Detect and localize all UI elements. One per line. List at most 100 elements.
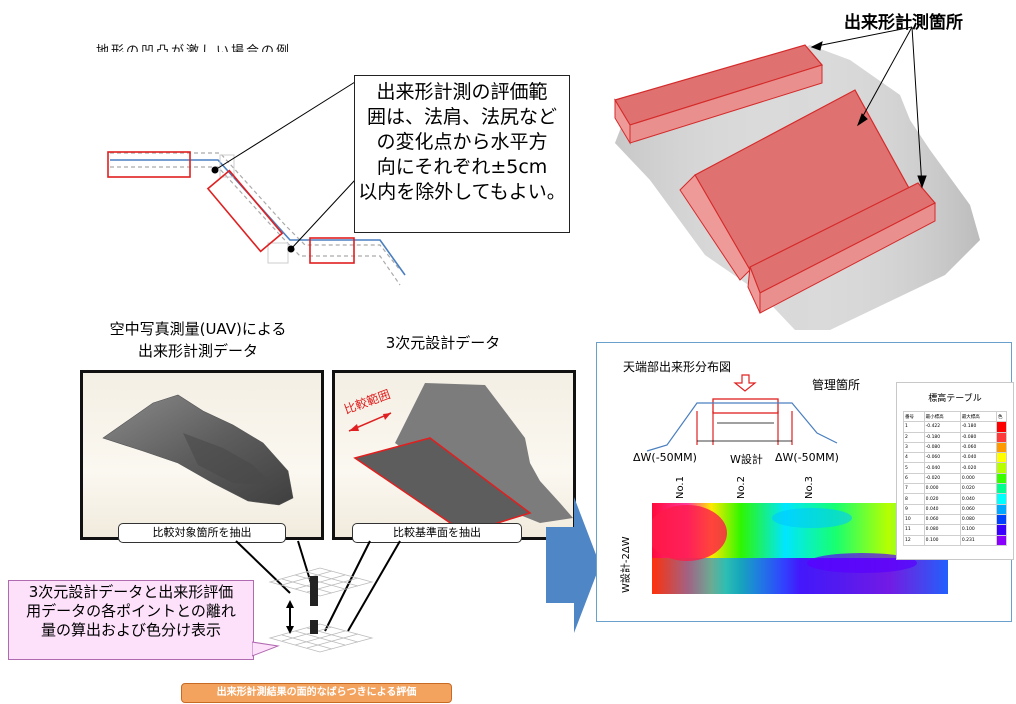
legend-color-swatch [996,524,1007,536]
crest-section-sketch [646,374,838,452]
design-extract-caption: 比較基準面を抽出 [352,523,522,543]
legend-color-swatch [996,441,1007,454]
station-no1: No.1 [675,476,686,499]
dw-right-label: ΔW(-50MM) [775,451,839,464]
legend-color-swatch [996,421,1007,433]
legend-cell-min: 0.100 [923,534,961,546]
legend-cell-min: -0.180 [923,431,961,443]
embankment-3d-illustration [614,26,980,330]
w-range-vertical-label: W設計-2ΔW [621,536,632,593]
measure-location-label: 出来形計測箇所 [844,13,963,33]
design-data-heading: 3次元設計データ [385,334,501,352]
legend-color-swatch [996,483,1007,495]
legend-color-swatch [996,431,1007,443]
legend-color-swatch [996,493,1007,505]
uav-heading-line-1: 空中写真測量(UAV)による [109,320,287,338]
legend-row: 1-0.422-0.180 [903,421,1007,433]
callout-line-1: 出来形計測の評価範 [376,81,548,103]
evaluation-range-callout: 出来形計測の評価範 囲は、法肩、法尻など の変化点から水平方 向にそれぞれ±5c… [354,75,570,233]
legend-color-swatch [996,513,1007,526]
legend-header-max: 最大標高 [959,410,998,423]
legend-cell-min: -0.080 [923,441,961,454]
legend-cell-no: 6 [903,472,925,485]
callout-line-5: 以内を除外してもよい。 [358,181,566,203]
eval-range-left [107,151,191,178]
uav-surface-shape [102,394,294,506]
eval-range-slope [206,169,284,253]
note-line-3: 量の算出および色分け表示 [40,621,221,639]
legend-cell-no: 1 [903,421,925,433]
callout-line-3: の変化点から水平方 [376,131,548,153]
legend-cell-no: 8 [903,493,925,505]
leader-line-upper [214,81,356,171]
measure-strip-top [614,44,824,145]
legend-cell-min: 0.020 [923,493,961,505]
legend-cell-min: 0.000 [923,483,961,495]
legend-cell-no: 5 [903,462,925,474]
legend-cell-min: 0.040 [923,503,961,515]
legend-cell-max: 0.100 [959,524,998,536]
deviation-calc-note: 3次元設計データと出来形評価 用データの各ポイントとの離れ 量の算出および色分け… [8,580,254,660]
legend-cell-no: 7 [903,483,925,495]
note-line-2: 用データの各ポイントとの離れ [26,602,236,620]
legend-cell-max: 0.040 [959,493,998,505]
legend-header-color: 色 [996,410,1007,423]
legend-cell-no: 11 [903,524,925,536]
note-line-1: 3次元設計データと出来形評価 [28,583,234,601]
eval-range-bottom [309,237,355,264]
legend-header-min: 最小標高 [923,410,961,423]
point-grid-illustration [268,567,374,653]
design-data-panel: 比較範囲 [332,370,576,540]
management-location-label: 管理箇所 [812,378,861,392]
legend-row: 5-0.040-0.020 [903,462,1007,474]
legend-header-no: 番号 [903,410,925,423]
station-no3: No.3 [804,476,815,499]
legend-cell-no: 2 [903,431,925,443]
cross-section-diagram [107,81,406,286]
legend-row: 3-0.080-0.060 [903,441,1007,454]
legend-cell-max: 0.080 [959,513,998,526]
leader-line-lower [290,179,356,250]
surface-variation-eval-bar: 出来形計測結果の面的なばらつきによる評価 [181,683,452,703]
legend-color-swatch [996,534,1007,546]
legend-cell-max: -0.180 [959,421,998,433]
uav-heading-line-2: 出来形計測データ [137,342,258,360]
pointer-arrows [810,26,927,189]
legend-cell-max: 0.231 [959,534,998,546]
uav-data-heading: 空中写真測量(UAV)による 出来形計測データ [88,318,308,362]
pink-box-pointer [252,641,280,657]
legend-row: 4-0.060-0.040 [903,452,1007,464]
legend-cell-no: 10 [903,513,925,526]
legend-cell-max: -0.060 [959,441,998,454]
callout-line-4: 向にそれぞれ±5cm [376,156,548,178]
legend-cell-max: 0.000 [959,472,998,485]
measure-strip-bottom [747,182,936,314]
legend-cell-no: 4 [903,452,925,464]
design-surface-shape [348,383,573,534]
legend-cell-min: 0.080 [923,524,961,536]
legend-cell-max: 0.020 [959,483,998,495]
legend-cell-no: 3 [903,441,925,454]
legend-color-swatch [996,452,1007,464]
legend-title: 標高テーブル [928,394,982,404]
legend-cell-min: -0.020 [923,472,961,485]
legend-cell-max: -0.080 [959,431,998,443]
uav-extract-caption: 比較対象箇所を抽出 [118,523,286,543]
legend-cell-max: -0.020 [959,462,998,474]
legend-color-swatch [996,472,1007,485]
cross-section-lines [110,152,406,286]
legend-cell-no: 12 [903,534,925,546]
legend-cell-min: -0.422 [923,421,961,433]
legend-color-swatch [996,462,1007,474]
flow-arrow [546,497,600,633]
dw-left-label: ΔW(-50MM) [633,451,697,464]
legend-cell-no: 9 [903,503,925,515]
legend-header-row: 番号 最小標高 最大標高 色 [903,410,1007,423]
